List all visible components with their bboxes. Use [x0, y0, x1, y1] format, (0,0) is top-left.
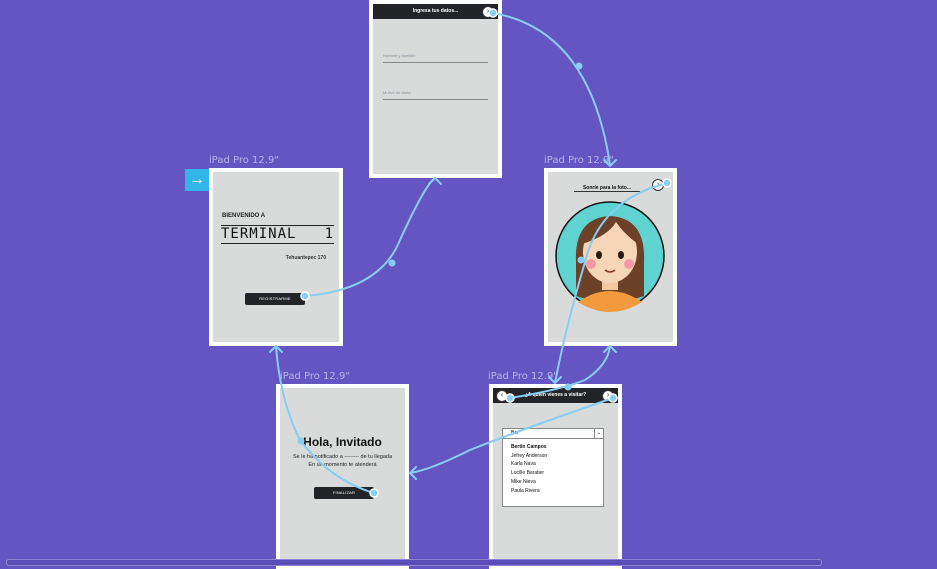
- visitor-option[interactable]: Karla Nava: [511, 461, 536, 468]
- artboard-visit[interactable]: ¿A quién vienes a visitar? ‹ › Ber ⌄ Ber…: [489, 384, 622, 569]
- terminal-title: TERMINAL 1: [221, 225, 334, 244]
- flow-midpoint: [388, 259, 396, 267]
- artboard-photo[interactable]: Sonríe para la foto... ›: [544, 168, 677, 346]
- visit-back-icon[interactable]: ‹: [496, 390, 508, 402]
- artboard-hello[interactable]: Hola, Invitado Se le ha notificado a ---…: [276, 384, 409, 569]
- register-button[interactable]: REGISTRARME: [245, 293, 305, 305]
- flow-link-form: [492, 12, 611, 166]
- avatar-illustration: [555, 201, 665, 312]
- name-field[interactable]: Nombre y Apellido: [383, 44, 488, 63]
- terminal-number: 1: [324, 226, 334, 242]
- artboard-welcome[interactable]: BIENVENIDO A TERMINAL 1 Tehuantepec 170 …: [209, 168, 343, 346]
- visitor-select[interactable]: Ber ⌄ Bertin Campos Jefrey Anderson Karl…: [502, 428, 604, 507]
- form-screen: Ingresa tus datos... › Nombre y Apellido…: [373, 4, 498, 174]
- visit-next-icon[interactable]: ›: [602, 390, 614, 402]
- welcome-screen: BIENVENIDO A TERMINAL 1 Tehuantepec 170 …: [213, 172, 339, 342]
- form-header: Ingresa tus datos...: [373, 4, 498, 19]
- flow-arrowhead: [408, 466, 417, 480]
- avatar-eye-left: [596, 251, 602, 259]
- finish-button[interactable]: FINALIZAR: [314, 487, 374, 499]
- visitor-option[interactable]: Jefrey Anderson: [511, 452, 548, 459]
- artboard-label: iPad Pro 12.9": [544, 155, 614, 166]
- visitor-option[interactable]: Lucille Baratier: [511, 470, 545, 477]
- horizontal-scrollbar[interactable]: [6, 559, 822, 566]
- artboard-form[interactable]: Ingresa tus datos... › Nombre y Apellido…: [369, 0, 502, 178]
- address-text: Tehuantepec 170: [285, 255, 326, 261]
- flow-midpoint: [575, 62, 583, 70]
- visit-header: ¿A quién vienes a visitar?: [493, 388, 618, 403]
- terminal-title-text: TERMINAL: [221, 226, 297, 242]
- avatar-eye-right: [618, 251, 624, 259]
- artboard-label: iPad Pro 12.9": [209, 155, 279, 166]
- hello-title: Hola, Invitado: [303, 435, 382, 449]
- hello-screen: Hola, Invitado Se le ha notificado a ---…: [280, 388, 405, 565]
- reason-field-placeholder: Motivo de visita: [383, 90, 411, 95]
- photo-screen: Sonríe para la foto... ›: [548, 172, 673, 342]
- avatar-cheek-right: [624, 259, 634, 269]
- photo-next-icon[interactable]: ›: [652, 179, 664, 191]
- visitor-options: Bertin Campos Jefrey Anderson Karla Nava…: [503, 439, 603, 495]
- visitor-select-value: Ber: [511, 430, 519, 436]
- visitor-option[interactable]: Bertin Campos: [511, 444, 547, 450]
- visitor-option[interactable]: Mike Nieva: [511, 478, 536, 485]
- visit-header-text: ¿A quién vienes a visitar?: [524, 392, 587, 398]
- welcome-kicker: BIENVENIDO A: [222, 213, 266, 219]
- reason-field[interactable]: Motivo de visita: [383, 81, 488, 100]
- form-next-icon[interactable]: ›: [482, 6, 494, 18]
- avatar-cheek-left: [586, 259, 596, 269]
- flow-arrowhead: [603, 344, 617, 353]
- artboard-label: iPad Pro 12.9": [488, 371, 558, 382]
- flow-arrowhead: [428, 176, 442, 185]
- chevron-down-icon[interactable]: ⌄: [594, 429, 603, 438]
- flow-start-icon[interactable]: →: [185, 169, 209, 191]
- flow-arrowhead: [269, 344, 283, 353]
- visitor-select-input[interactable]: Ber ⌄: [503, 429, 603, 439]
- name-field-placeholder: Nombre y Apellido: [383, 53, 416, 58]
- hello-line-1: Se le ha notificado a -------- de tu lle…: [292, 454, 393, 460]
- visit-screen: ¿A quién vienes a visitar? ‹ › Ber ⌄ Ber…: [493, 388, 618, 565]
- artboard-label: iPad Pro 12.9": [280, 371, 350, 382]
- photo-header: Sonríe para la foto...: [574, 185, 640, 192]
- form-header-text: Ingresa tus datos...: [412, 8, 459, 14]
- hello-line-2: En un momento te atenderá: [308, 462, 377, 468]
- visitor-option[interactable]: Paula Rivera: [511, 487, 540, 494]
